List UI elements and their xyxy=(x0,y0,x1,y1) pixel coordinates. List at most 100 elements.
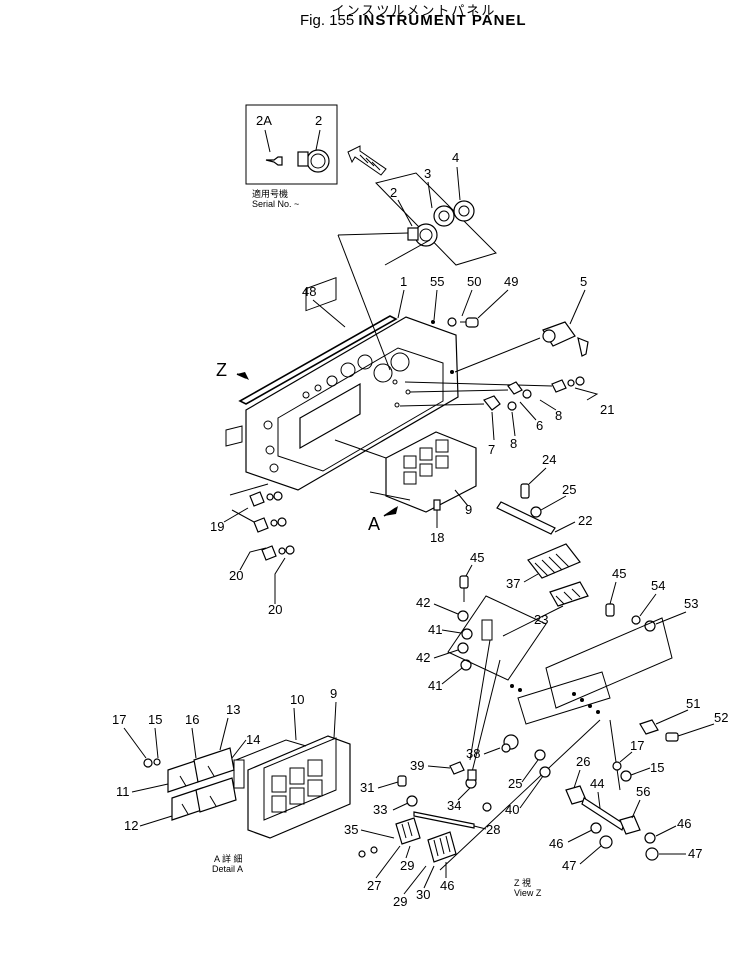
part-label: 54 xyxy=(651,578,665,593)
gauge-3 xyxy=(433,205,455,227)
part-label: 20 xyxy=(229,568,243,583)
part-label: 24 xyxy=(542,452,556,467)
part-label: 10 xyxy=(290,692,304,707)
screw-18: 18 xyxy=(430,499,444,545)
part-label: 33 xyxy=(373,802,387,817)
part-label: 48 xyxy=(302,284,316,299)
switch-6: 8 6 xyxy=(409,381,562,433)
part-label: 46 xyxy=(677,816,691,831)
gauge-group: 3 4 2 xyxy=(375,150,497,266)
switch-panel-9-detail xyxy=(247,735,351,839)
part-label: 17 xyxy=(630,738,644,753)
part-label: 25 xyxy=(508,776,522,791)
part-label: 49 xyxy=(504,274,518,289)
part-label: 2A xyxy=(256,113,272,128)
part-label: 27 xyxy=(367,878,381,893)
part-label: 44 xyxy=(590,776,604,791)
gauge-4 xyxy=(453,200,475,222)
part-label: 28 xyxy=(486,822,500,837)
lamp-19: 19 xyxy=(210,483,283,534)
hatched-arrow-icon xyxy=(347,145,387,176)
part-label: 41 xyxy=(428,622,442,637)
part-label: 9 xyxy=(330,686,337,701)
part-label: 35 xyxy=(344,822,358,837)
part-label: 46 xyxy=(549,836,563,851)
part-label: 25 xyxy=(562,482,576,497)
serial-label: Serial No. ~ xyxy=(252,199,299,209)
title-japanese: インスツルメントパネル xyxy=(331,3,497,18)
part-label: 34 xyxy=(447,798,461,813)
part-label: 16 xyxy=(185,712,199,727)
figure-number: Fig. 155 xyxy=(300,12,355,29)
part-label: 38 xyxy=(466,746,480,761)
part-label: 12 xyxy=(124,818,138,833)
part-label: 14 xyxy=(246,732,260,747)
bar-48 xyxy=(238,315,398,405)
view-z-label: View Z xyxy=(514,888,542,898)
part-label: 15 xyxy=(148,712,162,727)
part-label: 29 xyxy=(393,894,407,909)
part-label: 29 xyxy=(400,858,414,873)
view-a-arrow: A xyxy=(368,506,398,534)
serial-jp: 適用号機 xyxy=(252,188,288,199)
switch-7: 8 7 xyxy=(399,395,517,457)
lamp-21: 21 xyxy=(404,376,614,417)
part-label: 40 xyxy=(505,802,519,817)
part-label: 7 xyxy=(488,442,495,457)
detail-a: 10 9 17 15 16 13 14 11 12 A 詳 細 Detail A xyxy=(112,686,351,874)
part-label: 52 xyxy=(714,710,728,725)
part-label: 42 xyxy=(416,595,430,610)
part-label: 2 xyxy=(315,113,322,128)
serial-inset: 2A 2 適用号機 Serial No. ~ xyxy=(245,104,338,209)
part-label: 41 xyxy=(428,678,442,693)
view-z-arrow: Z xyxy=(216,360,249,380)
part-label: 19 xyxy=(210,519,224,534)
part-label: 50 xyxy=(467,274,481,289)
part-label: 6 xyxy=(536,418,543,433)
part-label: 47 xyxy=(562,858,576,873)
detail-a-label: Detail A xyxy=(212,864,243,874)
bulb-2a xyxy=(265,156,283,166)
figure-title: Fig. 155 INSTRUMENT PANEL xyxy=(300,12,527,29)
part-label: 4 xyxy=(452,150,459,165)
part-label: 21 xyxy=(600,402,614,417)
part-label: 8 xyxy=(510,436,517,451)
part-label: 17 xyxy=(112,712,126,727)
part-label: 53 xyxy=(684,596,698,611)
part-label: 5 xyxy=(580,274,587,289)
part-label: 9 xyxy=(465,502,472,517)
part-label: 8 xyxy=(555,408,562,423)
view-z-jp: Z 視 xyxy=(514,877,531,888)
part-label: 13 xyxy=(226,702,240,717)
part-label: 31 xyxy=(360,780,374,795)
part-label: 22 xyxy=(578,513,592,528)
switch-panel-9: 9 xyxy=(334,431,477,517)
lamp-20a: 20 xyxy=(229,509,287,583)
part-label: 55 xyxy=(430,274,444,289)
part-label: 11 xyxy=(116,784,130,799)
part-label: 20 xyxy=(268,602,282,617)
instrument-panel xyxy=(225,277,459,491)
key-switch-5: 5 xyxy=(454,274,589,373)
part-label: 2 xyxy=(390,185,397,200)
view-z-letter: Z xyxy=(216,360,227,380)
part-label: 3 xyxy=(424,166,431,181)
detail-a-letter: A xyxy=(368,514,380,534)
part-label: 18 xyxy=(430,530,444,545)
part-label: 1 xyxy=(400,274,407,289)
part-label: 47 xyxy=(688,846,702,861)
part-label: 45 xyxy=(470,550,484,565)
screw-50-49: 50 49 xyxy=(447,274,518,328)
part-label: 15 xyxy=(650,760,664,775)
part-label: 51 xyxy=(686,696,700,711)
part-label: 30 xyxy=(416,887,430,902)
figure-name: INSTRUMENT PANEL xyxy=(358,12,527,29)
part-label: 56 xyxy=(636,784,650,799)
part-label: 42 xyxy=(416,650,430,665)
part-label: 46 xyxy=(440,878,454,893)
part-label: 39 xyxy=(410,758,424,773)
part-label: 26 xyxy=(576,754,590,769)
part-label: 45 xyxy=(612,566,626,581)
gauge-2-inset xyxy=(306,149,330,173)
